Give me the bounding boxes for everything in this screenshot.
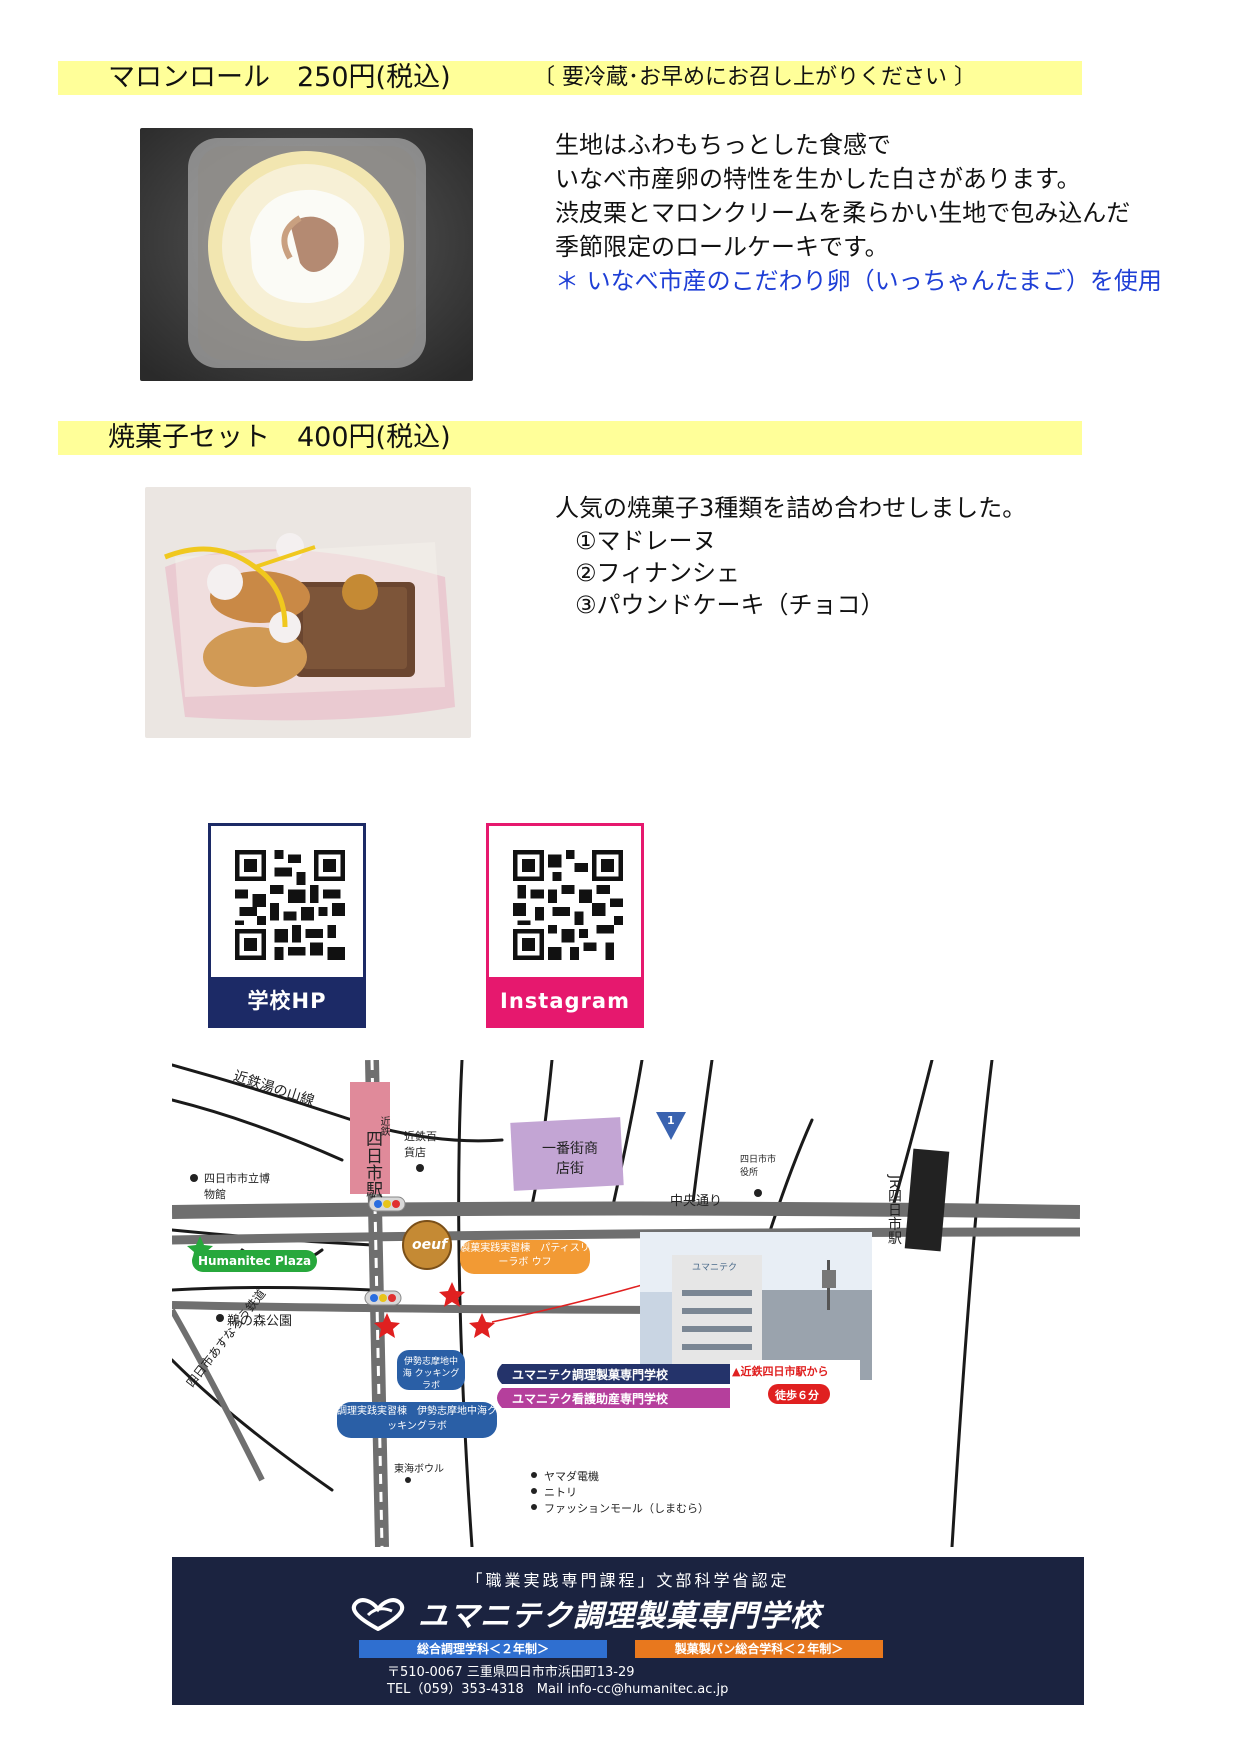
- contact-text: TEL（059）353-4318 Mail info-cc@humanitec.…: [387, 1682, 729, 1697]
- school-sign-label: ユマニテク: [692, 1263, 738, 1273]
- qr-code-icon[interactable]: [235, 850, 345, 960]
- humanitec-logo-icon: [351, 1598, 405, 1631]
- marron-roll-photo: [140, 128, 473, 381]
- list-item: ①マドレーヌ: [575, 527, 717, 555]
- nitori-label: ニトリ: [544, 1486, 577, 1499]
- marron-roll-description: 生地はふわもちっとした食感で いなべ市産卵の特性を生かした白さがあります。 渋皮…: [555, 128, 1162, 298]
- description-line: 渋皮栗とマロンクリームを柔らかい生地で包み込んだ: [555, 199, 1131, 227]
- department-store-label: 近鉄百貨店: [404, 1130, 437, 1159]
- jr-station-label: JR四日市駅: [886, 1175, 902, 1245]
- description-line: いなべ市産卵の特性を生かした白さがあります。: [555, 165, 1081, 193]
- description-line: 人気の焼菓子3種類を詰め合わせしました。: [555, 494, 1027, 522]
- school-name-logo: ユマニテク調理製菓専門学校: [418, 1599, 821, 1634]
- qr-caption: Instagram: [489, 977, 641, 1025]
- humanitec-plaza-label: Humanitec Plaza: [192, 1250, 317, 1272]
- product-header-marron-roll: マロンロール 250円(税込) 〔 要冷蔵･お早めにお召し上がりください 〕: [58, 61, 1082, 95]
- ichibangai-label: 一番街商店街: [542, 1141, 598, 1177]
- baked-set-items: ①マドレーヌ ②フィナンシェ ③パウンドケーキ（チョコ）: [575, 525, 885, 621]
- park-label: 鵜の森公園: [227, 1314, 293, 1329]
- walk-time-label: 徒歩６分: [775, 1389, 819, 1402]
- route-number: 1: [667, 1114, 675, 1127]
- qr-caption: 学校HP: [211, 977, 363, 1025]
- yamada-label: ヤマダ電機: [544, 1470, 599, 1483]
- cooking-lab-label: 調理実践実習棟 伊勢志摩地中海クッキングラボ: [337, 1402, 497, 1438]
- fashion-mall-label: ファッションモール（しまむら）: [544, 1502, 709, 1515]
- map-roads: [172, 1060, 1080, 1547]
- egg-highlight: ＊ いなべ市産のこだわり卵（いっちゃんたまご）を使用: [555, 267, 1162, 295]
- list-item: ③パウンドケーキ（チョコ）: [575, 591, 885, 619]
- description-line: 生地はふわもちっとした食感で: [555, 131, 891, 159]
- baked-set-photo: [145, 487, 471, 738]
- address-text: 〒510-0067 三重県四日市市浜田町13-29: [387, 1665, 635, 1680]
- museum-label: 四日市市立博物館: [204, 1172, 270, 1201]
- from-station-label: ▲近鉄四日市駅から: [732, 1365, 829, 1378]
- school-cooking-label: ユマニテク調理製菓専門学校: [512, 1368, 669, 1382]
- city-hall-label: 四日市市役所: [740, 1155, 777, 1178]
- dept-cooking-badge: 総合調理学科＜２年制＞: [359, 1640, 607, 1658]
- product-header-baked-set: 焼菓子セット 400円(税込): [58, 421, 1082, 455]
- school-hp-qr-card[interactable]: 学校HP: [208, 823, 366, 1028]
- cooking-lab-badge: 伊勢志摩地中海 クッキングラボ: [402, 1357, 460, 1391]
- kintetsu-station-label: 四日市駅: [362, 1130, 382, 1198]
- dept-pastry-badge: 製菓製パン総合学科＜２年制＞: [635, 1640, 883, 1658]
- product-name: 焼菓子セット 400円(税込): [108, 422, 451, 453]
- certification-text: 「職業実践専門課程」文部科学省認定: [466, 1571, 790, 1590]
- baked-set-description: 人気の焼菓子3種類を詰め合わせしました。: [555, 491, 1026, 525]
- kintetsu-small-label: 近鉄: [378, 1116, 389, 1136]
- qr-code-icon[interactable]: [513, 850, 623, 960]
- pastry-lab-label: 製菓実践実習棟 パティスリーラボ ウフ: [460, 1240, 590, 1274]
- chuo-dori-label: 中央通り: [670, 1194, 723, 1209]
- school-nursing-label: ユマニテク看護助産専門学校: [512, 1392, 669, 1406]
- instagram-qr-card[interactable]: Instagram: [486, 823, 644, 1028]
- product-name: マロンロール 250円(税込): [108, 62, 451, 93]
- storage-note: 〔 要冷蔵･お早めにお召し上がりください 〕: [533, 65, 976, 90]
- access-map: 近鉄湯の山線 近鉄 四日市駅 近鉄百貨店 四日市市立博物館 一番街商店街 四日市…: [172, 1060, 1080, 1547]
- tokai-bowl-label: 東海ボウル: [394, 1464, 444, 1475]
- school-footer: 「職業実践専門課程」文部科学省認定 ユマニテク調理製菓専門学校 総合調理学科＜２…: [172, 1557, 1084, 1705]
- description-line: 季節限定のロールケーキです。: [555, 233, 889, 261]
- oeuf-logo: oeuf: [412, 1237, 448, 1253]
- list-item: ②フィナンシェ: [575, 559, 741, 587]
